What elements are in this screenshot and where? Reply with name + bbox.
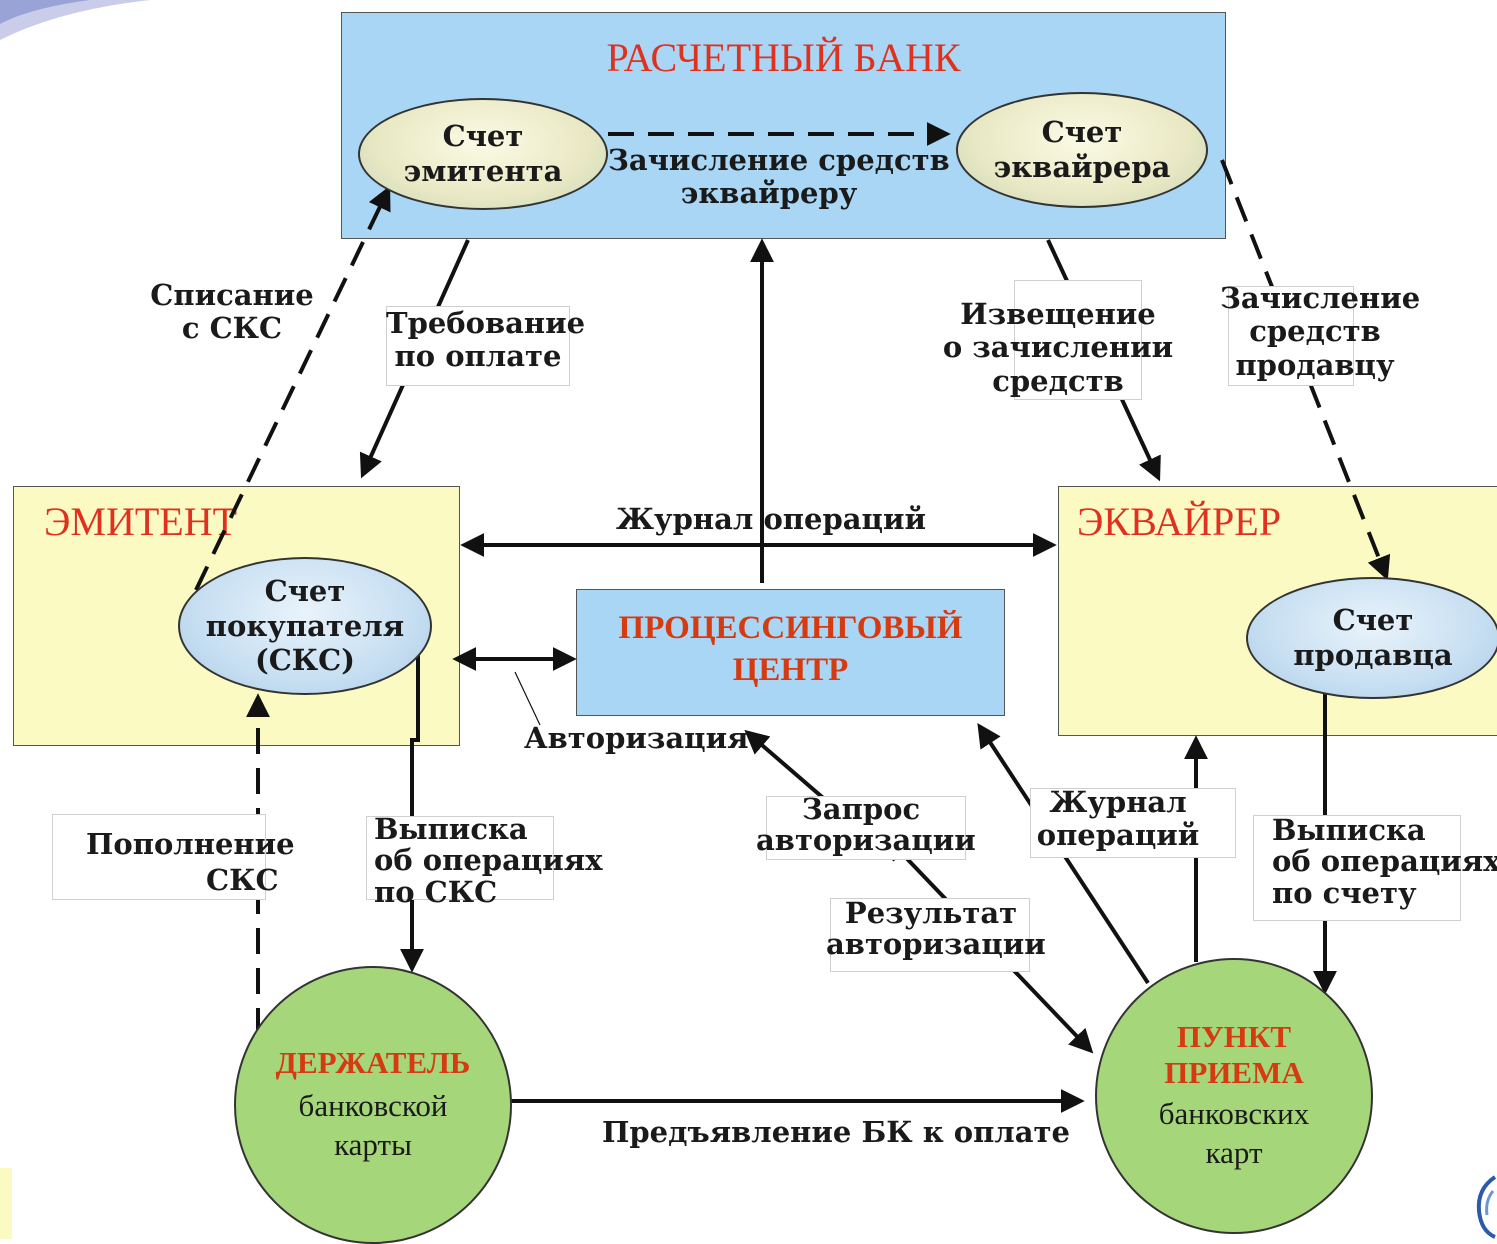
logo-icon (1476, 1175, 1497, 1239)
label-journal-bottom-box (1030, 788, 1236, 858)
acceptance-point-sub-2: карт (1205, 1135, 1263, 1170)
corner-decor-left (0, 1168, 12, 1239)
acceptance-point-title-2: ПРИЕМА (1164, 1055, 1304, 1091)
label-topup-1: Пополнение (86, 827, 295, 861)
arrow-statement-sks (400, 650, 424, 973)
label-statement-account-box (1253, 815, 1461, 921)
acceptance-point-sub-1: банковских (1158, 1096, 1310, 1132)
label-present-card: Предъявление БК к оплате (602, 1115, 1070, 1149)
label-notice-box (1014, 280, 1142, 400)
label-statement-sks-box (366, 816, 554, 900)
processing-center-box: ПРОЦЕССИНГОВЫЙ ЦЕНТР (576, 589, 1005, 716)
cardholder-sub-1: банковской (298, 1088, 448, 1124)
label-topup-box (52, 814, 266, 900)
label-authorization: Авторизация (524, 721, 749, 755)
settlement-bank-title: РАСЧЕТНЫЙ БАНК (606, 35, 961, 80)
acquirer-title: ЭКВАЙРЕР (1077, 499, 1281, 544)
cardholder-title: ДЕРЖАТЕЛЬ (275, 1045, 471, 1081)
issuer-box: ЭМИТЕНТ (13, 486, 460, 746)
cardholder-sub-2: карты (334, 1127, 412, 1162)
processing-center-title-2: ЦЕНТР (732, 652, 849, 688)
processing-center-title-1: ПРОЦЕССИНГОВЫЙ (618, 610, 963, 646)
acceptance-point-title-1: ПУНКТ (1176, 1019, 1292, 1055)
label-credit-seller-box (1228, 286, 1354, 386)
cardholder-circle: ДЕРЖАТЕЛЬ банковской карты (234, 966, 512, 1244)
label-auth-result-box (830, 898, 1030, 972)
label-journal-top: Журнал операций (616, 502, 926, 536)
arrow-writeoff (194, 185, 391, 591)
label-payment-request-box (386, 306, 570, 386)
label-auth-request-box (766, 796, 966, 860)
label-topup-2: СКС (206, 863, 279, 897)
issuer-title: ЭМИТЕНТ (44, 499, 238, 544)
acceptance-point-circle: ПУНКТ ПРИЕМА банковских карт (1095, 958, 1373, 1234)
